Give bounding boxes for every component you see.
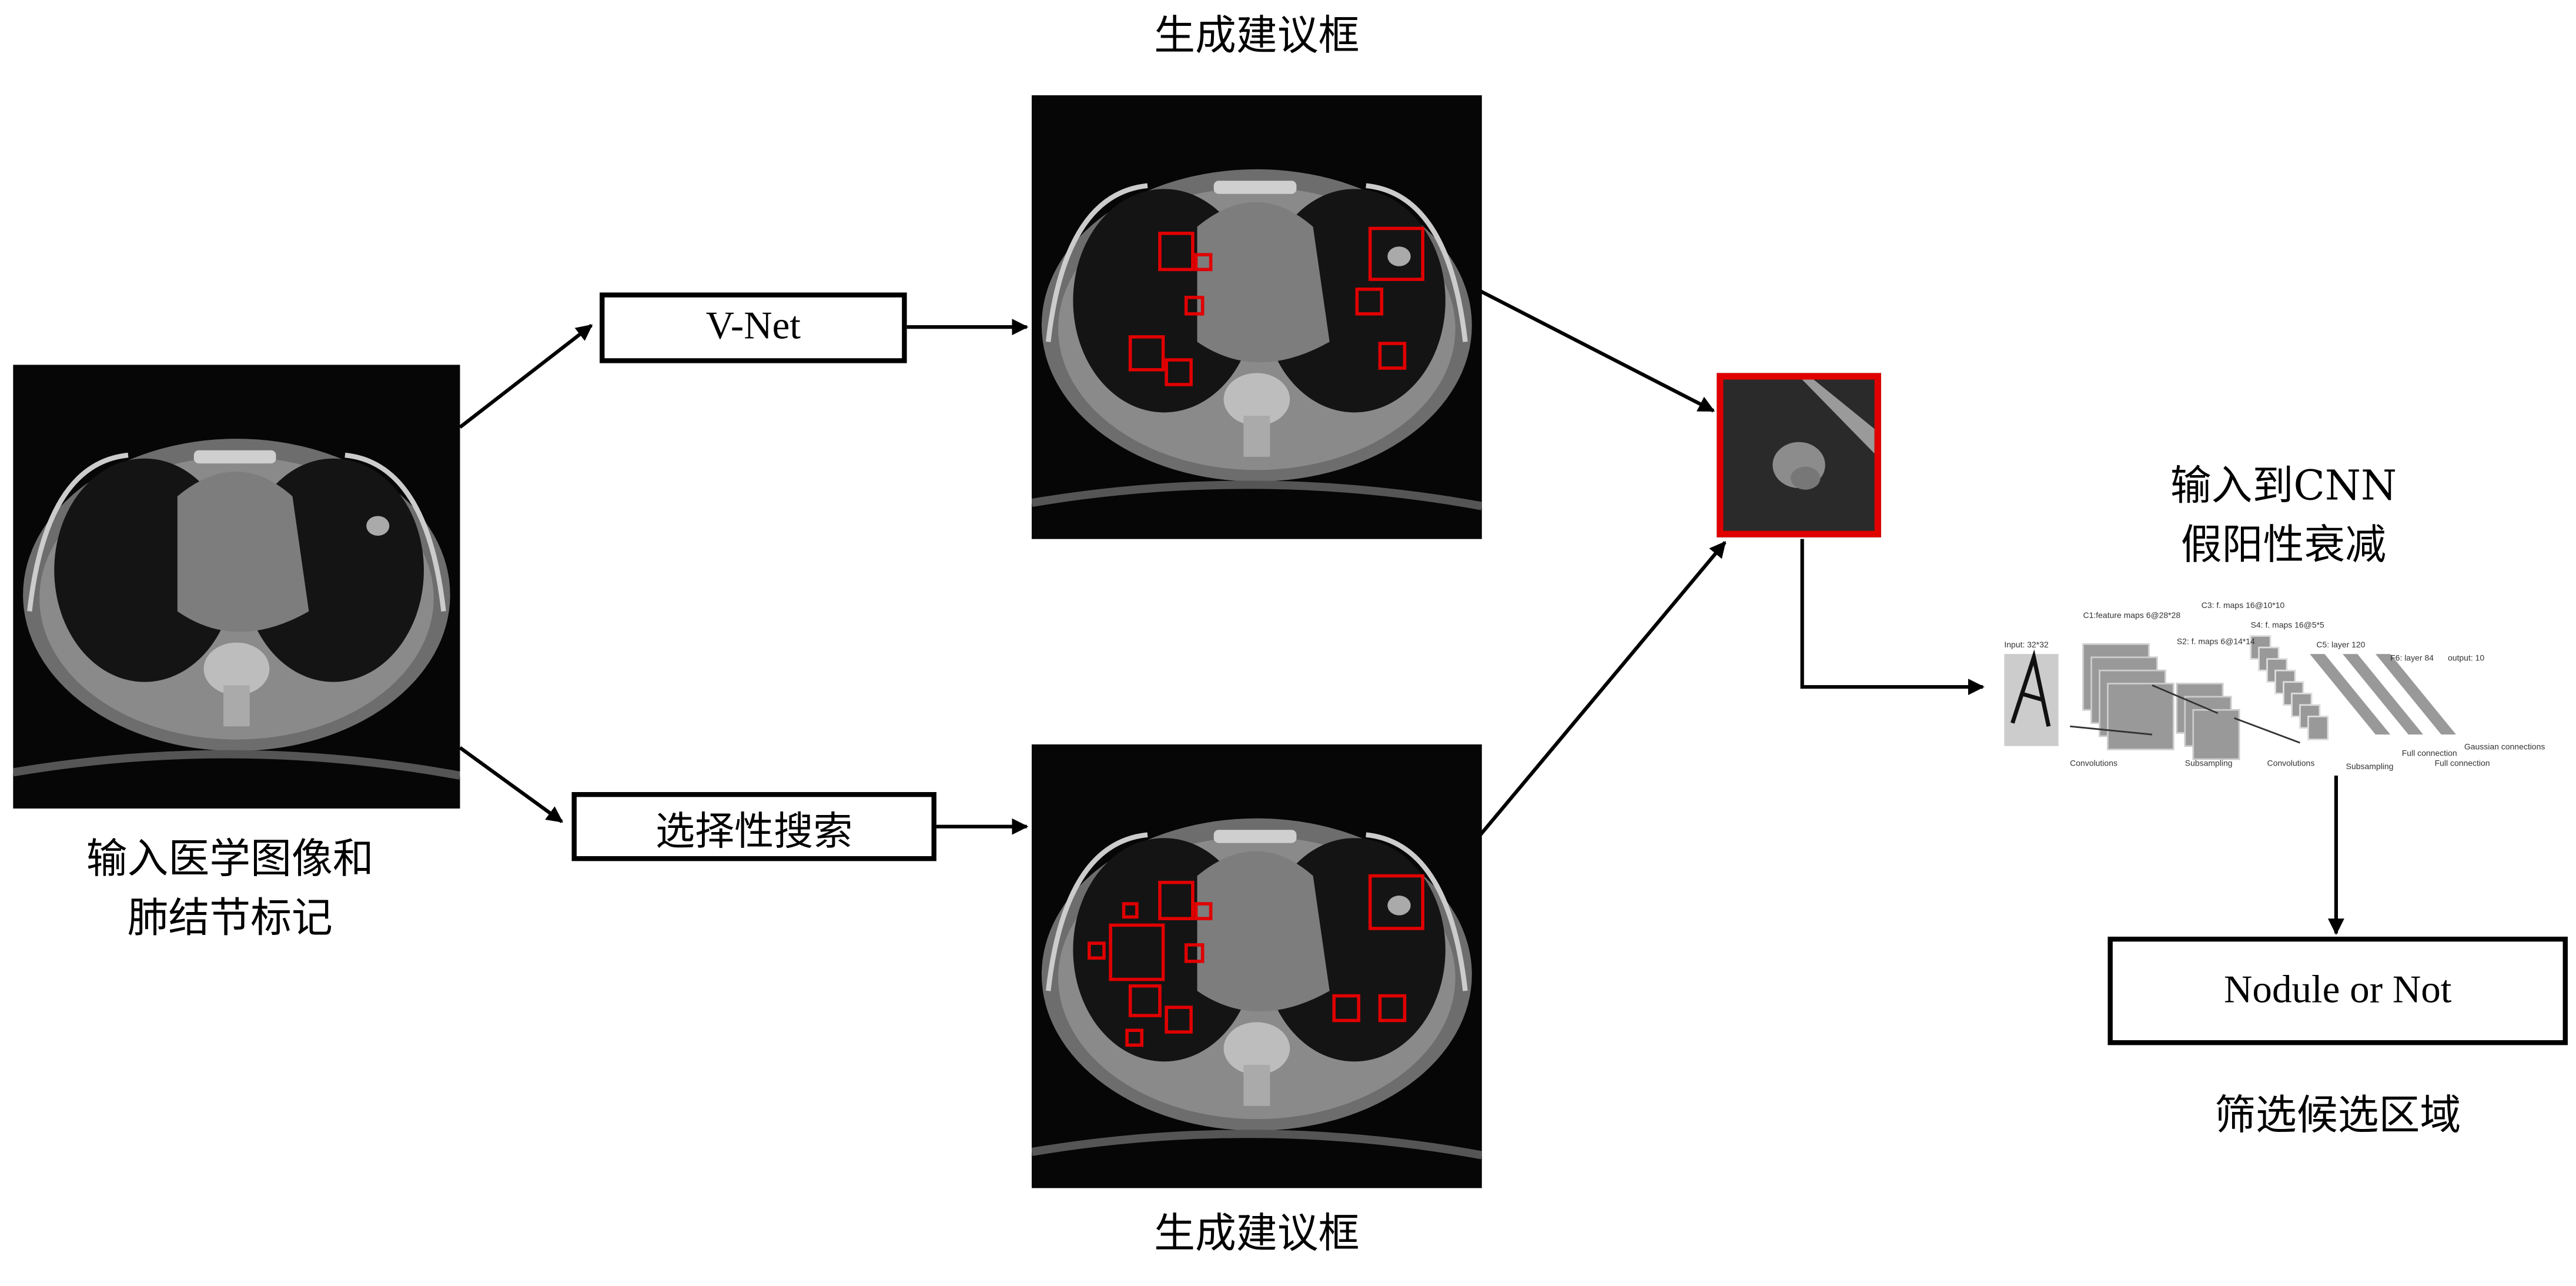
- proposal-boxes: [1128, 226, 1424, 386]
- op-label: Full connection: [2435, 758, 2490, 767]
- output-caption: 筛选候选区域: [2214, 1091, 2461, 1139]
- ct-scan: [1031, 95, 1483, 539]
- output-box: Nodule or Not: [2107, 936, 2568, 1045]
- bottom-proposals-title: 生成建议框: [1154, 1209, 1360, 1257]
- nodule-crop: [1717, 373, 1881, 537]
- op-label: Full connection: [2402, 749, 2457, 758]
- op-label: Convolutions: [2267, 758, 2315, 767]
- selective-search-box: 选择性搜索: [571, 791, 936, 861]
- ct-scan: [12, 365, 461, 809]
- op-label: Convolutions: [2070, 758, 2117, 767]
- vnet-proposals-ct: [1031, 95, 1483, 539]
- op-label: Subsampling: [2346, 761, 2394, 771]
- arrow-input-to-search: [459, 746, 564, 823]
- layer-label: C5: layer 120: [2316, 640, 2365, 649]
- layer-label: S2: f. maps 6@14*14: [2177, 636, 2255, 646]
- top-proposals-title: 生成建议框: [1154, 11, 1360, 59]
- op-label: Gaussian connections: [2464, 741, 2545, 751]
- output-label: Nodule or Not: [2223, 968, 2452, 1012]
- selective-search-label: 选择性搜索: [655, 811, 853, 854]
- layer-label: F6: layer 84: [2390, 653, 2434, 662]
- layer-label: Input: 32*32: [2004, 640, 2049, 649]
- arrow-crop-to-cnn: [1800, 539, 1985, 696]
- layer-label: C3: f. maps 16@10*10: [2202, 600, 2285, 610]
- op-label: Subsampling: [2185, 758, 2233, 767]
- input-ct-image: [12, 365, 461, 809]
- lenet-diagram: Input: 32*32 C1:feature maps 6@28*28 S2:…: [2004, 600, 2545, 771]
- cnn-caption-line2: 假阳性衰减: [2180, 521, 2387, 569]
- vnet-label: V-Net: [705, 305, 801, 349]
- search-proposals-ct: [1031, 744, 1483, 1188]
- layer-label: C1:feature maps 6@28*28: [2083, 610, 2181, 620]
- arrow-input-to-vnet: [459, 323, 593, 429]
- cnn-caption: 输入到CNN 假阳性衰减: [2170, 457, 2397, 576]
- input-caption: 输入医学图像和 肺结节标记: [86, 830, 374, 949]
- vnet-box: V-Net: [600, 292, 907, 363]
- input-caption-line1: 输入医学图像和: [86, 834, 374, 883]
- layer-label: S4: f. maps 16@5*5: [2251, 620, 2324, 630]
- proposal-boxes: [1088, 874, 1424, 1047]
- input-caption-line2: 肺结节标记: [127, 894, 333, 943]
- ct-scan: [1031, 744, 1483, 1188]
- layer-label: output: 10: [2448, 653, 2484, 662]
- nodule-patch: [1723, 379, 1875, 531]
- cnn-caption-line1: 输入到CNN: [2170, 462, 2397, 510]
